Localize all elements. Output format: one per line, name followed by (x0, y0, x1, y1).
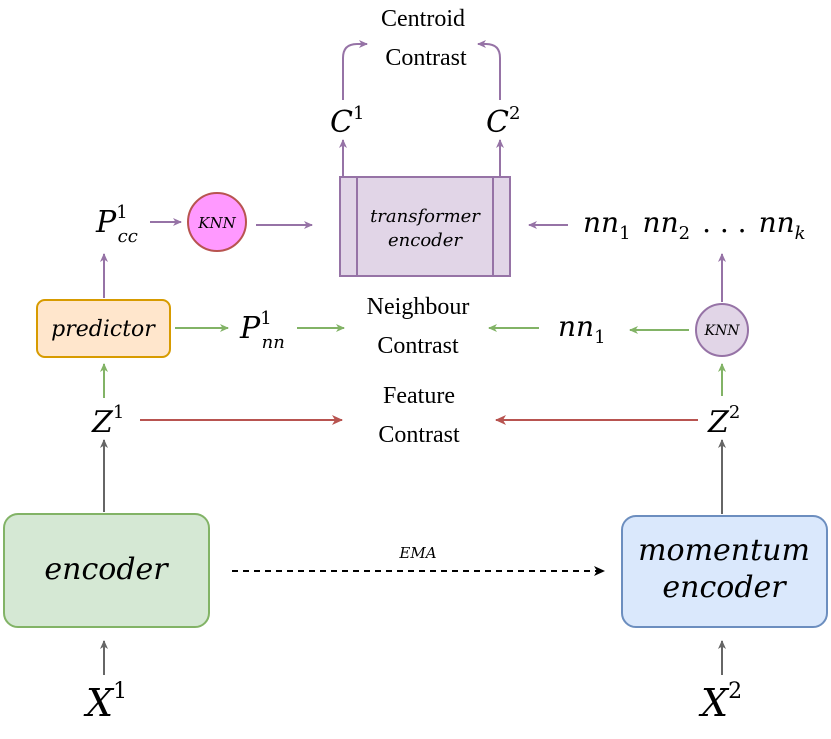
encoder-block: encoder (3, 513, 210, 628)
neighbour-contrast-line1: Neighbour (367, 294, 470, 320)
z1-label: Z1 (91, 402, 124, 440)
knn-left-label: KNN (197, 214, 236, 232)
momentum-label-line1: momentum (638, 533, 810, 568)
transformer-label-line2: encoder (388, 230, 463, 251)
knn-node-right: KNN (695, 303, 749, 357)
knn-right-label: KNN (704, 323, 741, 339)
feature-contrast-line1: Feature (383, 383, 455, 409)
nn1-label: nn1 (558, 310, 606, 348)
knn-node-left: KNN (187, 192, 247, 252)
predictor-label: predictor (51, 317, 156, 342)
c1-label: C1 (330, 103, 364, 140)
c2-label: C2 (486, 103, 520, 140)
encoder-label: encoder (44, 552, 169, 587)
x2-label: X2 (698, 679, 742, 725)
momentum-label-line2: encoder (662, 570, 787, 605)
predictor-block: predictor (36, 299, 171, 358)
arrow-c2-to-centroid (477, 40, 501, 100)
transformer-label-line1: transformer (370, 206, 481, 227)
x1-label: X1 (83, 679, 127, 725)
arrow-c1-to-centroid (342, 40, 368, 100)
feature-contrast-line2: Contrast (378, 422, 460, 448)
centroid-contrast-line1: Centroid (381, 6, 465, 32)
ema-label: EMA (398, 544, 436, 562)
neighbour-contrast-line2: Contrast (377, 333, 459, 359)
centroid-contrast-line2: Contrast (385, 45, 467, 71)
transformer-encoder-block: transformer encoder (339, 176, 511, 277)
z2-label: Z2 (707, 402, 740, 440)
momentum-encoder-block: momentum encoder (621, 515, 828, 628)
